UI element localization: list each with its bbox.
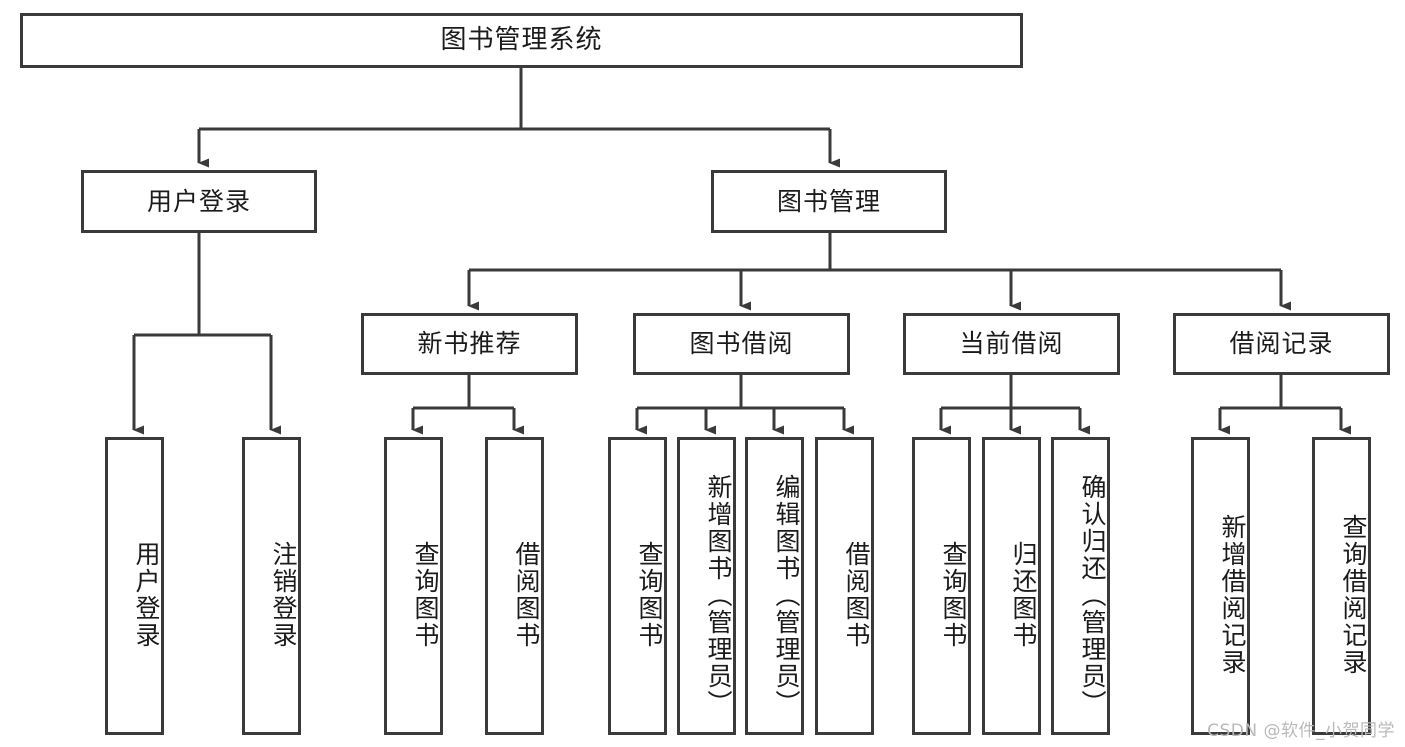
node-leaf-user-login[interactable]: 用户登录 — [105, 437, 164, 735]
node-leaf-edit-book-label: 编辑图书（管理员） — [772, 473, 801, 717]
node-leaf-borrow-book-1[interactable]: 借阅图书 — [485, 437, 544, 735]
node-leaf-logout-label: 注销登录 — [269, 541, 298, 649]
node-leaf-query-book-2[interactable]: 查询图书 — [608, 437, 667, 735]
node-leaf-query-record[interactable]: 查询借阅记录 — [1312, 437, 1371, 735]
node-leaf-borrow-book-2[interactable]: 借阅图书 — [815, 437, 874, 735]
node-current-borrow-label: 当前借阅 — [959, 329, 1064, 359]
node-book-manage-label: 图书管理 — [776, 186, 881, 216]
node-leaf-query-book-3[interactable]: 查询图书 — [912, 437, 971, 735]
node-leaf-return-book[interactable]: 归还图书 — [982, 437, 1041, 735]
node-new-book-rec-label: 新书推荐 — [417, 329, 522, 359]
node-leaf-borrow-book-1-label: 借阅图书 — [512, 541, 541, 649]
node-leaf-return-book-label: 归还图书 — [1009, 541, 1038, 649]
node-leaf-query-book-1-label: 查询图书 — [411, 541, 440, 649]
node-leaf-query-book-2-label: 查询图书 — [635, 541, 664, 649]
node-book-borrow[interactable]: 图书借阅 — [633, 313, 850, 375]
node-leaf-query-book-1[interactable]: 查询图书 — [384, 437, 443, 735]
node-leaf-confirm-return-label: 确认归还（管理员） — [1078, 473, 1107, 717]
node-user-login-label: 用户登录 — [146, 186, 251, 216]
node-current-borrow[interactable]: 当前借阅 — [903, 313, 1120, 375]
node-leaf-add-book[interactable]: 新增图书（管理员） — [677, 437, 736, 735]
node-leaf-query-record-label: 查询借阅记录 — [1339, 514, 1368, 676]
node-leaf-user-login-label: 用户登录 — [132, 541, 161, 649]
csdn-watermark: CSDN @软件_小贺同学 — [1207, 721, 1395, 741]
node-book-borrow-label: 图书借阅 — [689, 329, 794, 359]
node-leaf-add-book-label: 新增图书（管理员） — [704, 473, 733, 717]
node-book-manage[interactable]: 图书管理 — [711, 170, 947, 233]
node-leaf-logout[interactable]: 注销登录 — [242, 437, 301, 735]
node-leaf-add-record-label: 新增借阅记录 — [1218, 514, 1247, 676]
node-leaf-confirm-return[interactable]: 确认归还（管理员） — [1051, 437, 1110, 735]
node-user-login[interactable]: 用户登录 — [81, 170, 317, 233]
node-leaf-add-record[interactable]: 新增借阅记录 — [1191, 437, 1250, 735]
node-leaf-edit-book[interactable]: 编辑图书（管理员） — [745, 437, 804, 735]
node-leaf-borrow-book-2-label: 借阅图书 — [842, 541, 871, 649]
node-borrow-record-label: 借阅记录 — [1229, 329, 1334, 359]
node-root-label: 图书管理系统 — [440, 25, 603, 56]
node-root[interactable]: 图书管理系统 — [20, 13, 1023, 68]
node-borrow-record[interactable]: 借阅记录 — [1173, 313, 1390, 375]
node-new-book-rec[interactable]: 新书推荐 — [361, 313, 578, 375]
node-leaf-query-book-3-label: 查询图书 — [939, 541, 968, 649]
